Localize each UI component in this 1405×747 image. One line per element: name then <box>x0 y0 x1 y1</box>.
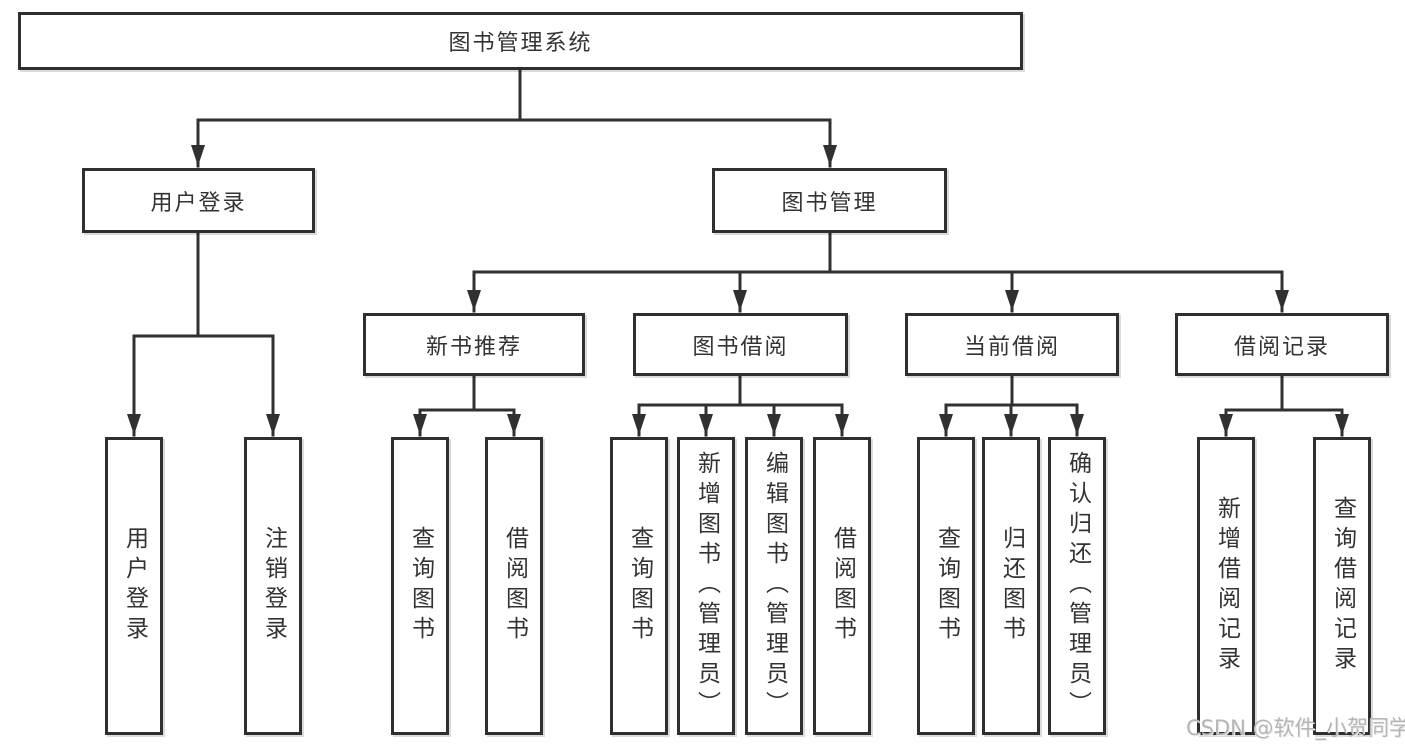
node-label: 用户登录 <box>150 190 247 216</box>
leaf-label: 查询借阅记录 <box>1329 496 1356 676</box>
leaf-label: 新增借阅记录 <box>1213 496 1240 676</box>
leaf-label: 查询图书 <box>407 526 434 646</box>
leaf-borrow-add-books-admin: 新增图书（管理员） <box>677 437 735 735</box>
leaf-user-login: 用户登录 <box>105 437 163 735</box>
leaf-label: 查询图书 <box>626 526 653 646</box>
leaf-records-add-record: 新增借阅记录 <box>1197 437 1255 735</box>
node-root: 图书管理系统 <box>18 12 1023 70</box>
leaf-label: 注销登录 <box>260 526 287 646</box>
node-label: 图书借阅 <box>692 334 789 360</box>
node-label: 图书管理系统 <box>448 31 593 56</box>
leaf-label: 新增图书（管理员） <box>693 451 720 721</box>
leaf-label: 确认归还（管理员） <box>1064 451 1091 721</box>
node-user-login: 用户登录 <box>82 168 315 233</box>
node-new-book-recommend: 新书推荐 <box>363 313 585 376</box>
node-book-management: 图书管理 <box>712 168 947 233</box>
leaf-current-query-books: 查询图书 <box>917 437 975 735</box>
leaf-current-return-books: 归还图书 <box>982 437 1040 735</box>
node-label: 新书推荐 <box>425 334 522 360</box>
leaf-label: 用户登录 <box>121 526 148 646</box>
node-current-borrowing: 当前借阅 <box>905 313 1119 376</box>
leaf-label: 查询图书 <box>933 526 960 646</box>
leaf-current-confirm-return-admin: 确认归还（管理员） <box>1048 437 1106 735</box>
leaf-newbooks-query-books: 查询图书 <box>391 437 449 735</box>
node-label: 借阅记录 <box>1233 334 1330 360</box>
leaf-label: 借阅图书 <box>501 526 528 646</box>
node-borrowing-records: 借阅记录 <box>1175 313 1389 376</box>
leaf-newbooks-borrow-books: 借阅图书 <box>485 437 543 735</box>
leaf-borrow-edit-books-admin: 编辑图书（管理员） <box>745 437 803 735</box>
leaf-borrow-query-books: 查询图书 <box>610 437 668 735</box>
csdn-watermark: CSDN @软件_小贺同学 <box>1186 716 1405 740</box>
node-label: 图书管理 <box>781 190 878 216</box>
leaf-label: 编辑图书（管理员） <box>761 451 788 721</box>
node-book-borrowing: 图书借阅 <box>633 313 848 376</box>
leaf-label: 归还图书 <box>998 526 1025 646</box>
leaf-records-query-record: 查询借阅记录 <box>1313 437 1371 735</box>
leaf-label: 借阅图书 <box>829 526 856 646</box>
leaf-logout: 注销登录 <box>244 437 302 735</box>
leaf-borrow-borrow-books: 借阅图书 <box>813 437 871 735</box>
node-label: 当前借阅 <box>963 334 1060 360</box>
